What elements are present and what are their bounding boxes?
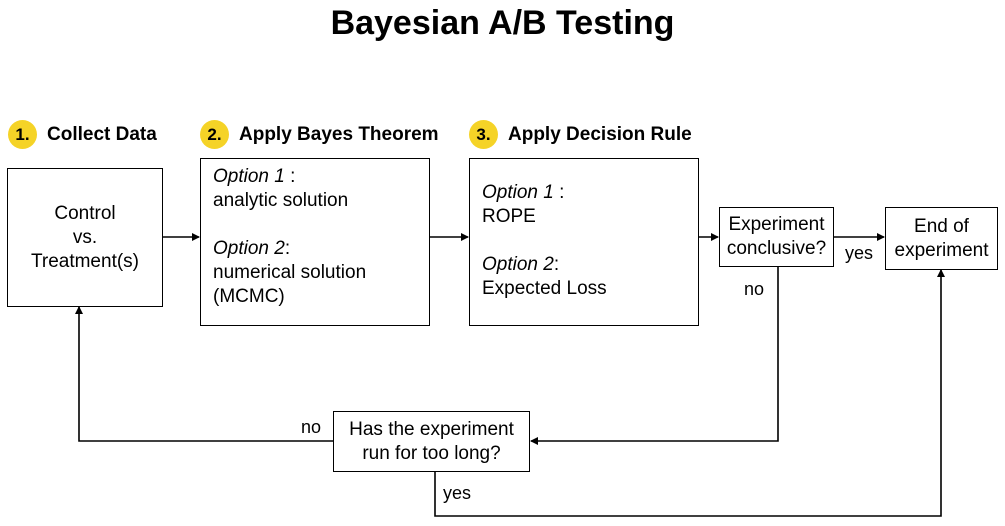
decision-option-1-sep: : bbox=[553, 182, 565, 203]
decision-option-1-heading: Option 1 : bbox=[482, 181, 686, 205]
edge-label-yes-to-end: yes bbox=[845, 243, 874, 263]
step-3-header: 3. Apply Decision Rule bbox=[469, 120, 692, 149]
page-title: Bayesian A/B Testing bbox=[330, 4, 675, 42]
collect-line-3: Treatment(s) bbox=[30, 250, 140, 272]
step-3-label: Apply Decision Rule bbox=[508, 123, 692, 145]
step-2-label: Apply Bayes Theorem bbox=[239, 123, 439, 145]
end-line-1: End of bbox=[914, 215, 969, 237]
end-line-2: experiment bbox=[894, 239, 989, 261]
decision-option-1-label: Option 1 bbox=[482, 182, 554, 203]
step-1-label: Collect Data bbox=[47, 123, 157, 145]
collect-data-box: Control vs. Treatment(s) bbox=[7, 168, 163, 307]
bayes-option-2-sep: : bbox=[284, 238, 291, 259]
collect-line-2: vs. bbox=[72, 226, 98, 248]
bayes-option-2-text: numerical solution bbox=[213, 262, 367, 283]
conclusive-line-1: Experiment bbox=[728, 214, 825, 235]
decision-option-2-label: Option 2 bbox=[482, 254, 554, 275]
decision-option-2-sep: : bbox=[553, 254, 560, 275]
arrow-conclusive-to-too-long bbox=[530, 266, 779, 445]
edge-label-no-to-collect: no bbox=[301, 417, 322, 437]
conclusive-decision-box: Experiment conclusive? bbox=[719, 207, 834, 267]
step-2-badge: 2. bbox=[200, 120, 229, 149]
step-3-badge: 3. bbox=[469, 120, 498, 149]
step-1-badge: 1. bbox=[8, 120, 37, 149]
too-long-line-2: run for too long? bbox=[362, 442, 501, 464]
step-1-header: 1. Collect Data bbox=[8, 120, 157, 149]
bayes-theorem-box: Option 1 : analytic solution Option 2: n… bbox=[200, 158, 430, 326]
edge-label-no-from-conclusive: no bbox=[744, 279, 765, 299]
decision-option-2-heading: Option 2: bbox=[482, 253, 686, 277]
bayes-option-2-text-2: (MCMC) bbox=[213, 286, 285, 307]
bayes-option-1-heading: Option 1 : bbox=[213, 165, 417, 189]
too-long-decision-box: Has the experiment run for too long? bbox=[333, 411, 530, 472]
decision-option-2-text: Expected Loss bbox=[482, 278, 607, 299]
collect-line-1: Control bbox=[54, 202, 116, 224]
decision-option-1-text: ROPE bbox=[482, 206, 536, 227]
arrow-too-long-to-end bbox=[434, 269, 945, 517]
bayes-option-1-text: analytic solution bbox=[213, 190, 349, 211]
bayes-option-1-sep: : bbox=[284, 166, 296, 187]
decision-rule-box: Option 1 : ROPE Option 2: Expected Loss bbox=[469, 158, 699, 326]
end-of-experiment-box: End of experiment bbox=[885, 207, 998, 270]
arrow-too-long-to-collect bbox=[75, 306, 333, 442]
bayes-option-2-heading: Option 2: bbox=[213, 237, 417, 261]
bayes-option-1-label: Option 1 bbox=[213, 166, 285, 187]
edge-label-yes-to-end-bottom: yes bbox=[443, 483, 472, 503]
step-2-header: 2. Apply Bayes Theorem bbox=[200, 120, 439, 149]
conclusive-line-2: conclusive? bbox=[726, 238, 827, 259]
bayes-option-2-label: Option 2 bbox=[213, 238, 285, 259]
too-long-line-1: Has the experiment bbox=[349, 418, 514, 440]
